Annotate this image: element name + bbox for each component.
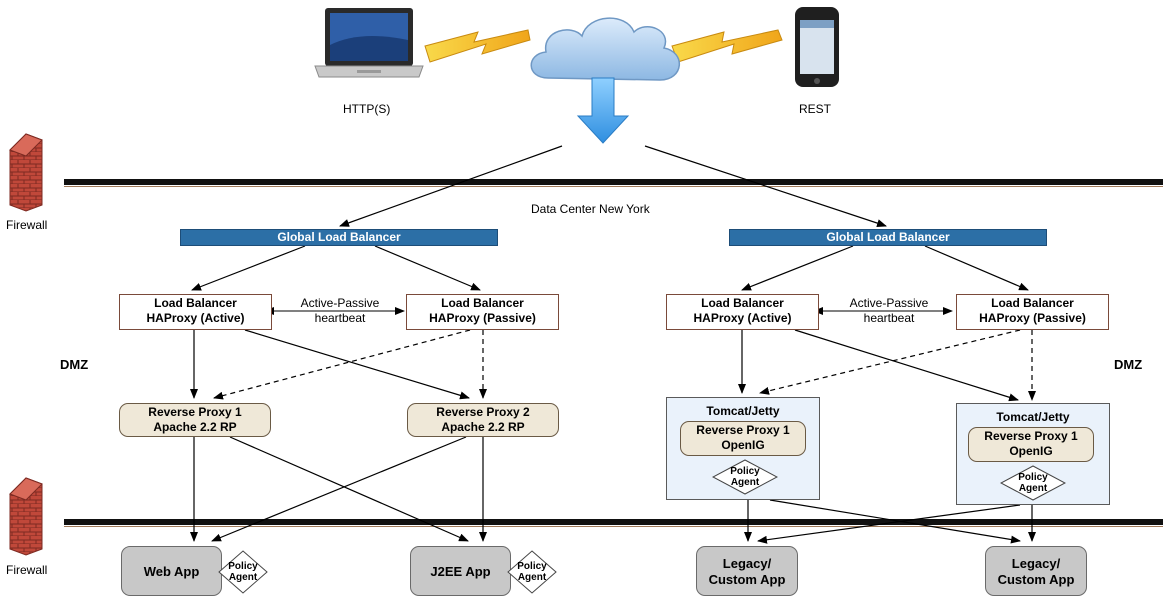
- rest-client-label: REST: [799, 102, 832, 116]
- dmz-label-left: DMZ: [60, 357, 89, 372]
- rp-name: Reverse Proxy 1: [696, 423, 790, 437]
- heartbeat-label-left: Active-Passive heartbeat: [294, 296, 386, 326]
- app-name-line2: Custom App: [708, 572, 786, 587]
- diamond-shape: [507, 550, 557, 594]
- reverse-proxy-1-left: Reverse Proxy 1 Apache 2.2 RP: [119, 403, 271, 437]
- firewall-icon-bottom: [9, 477, 43, 556]
- load-balancer-passive-left: Load Balancer HAProxy (Passive): [406, 294, 559, 330]
- heartbeat-line2: heartbeat: [314, 311, 366, 325]
- lb-mode: HAProxy (Active): [693, 311, 792, 325]
- diamond-shape: [711, 459, 779, 495]
- app-name-line1: Legacy/: [722, 556, 772, 571]
- laptop-icon: [314, 8, 424, 78]
- diamond-shape: [999, 465, 1067, 501]
- heartbeat-line1: Active-Passive: [849, 296, 929, 310]
- load-balancer-active-left: Load Balancer HAProxy (Active): [119, 294, 272, 330]
- firewall-icon-top: [9, 133, 43, 212]
- global-load-balancer-left: Global Load Balancer: [180, 229, 498, 246]
- load-balancer-passive-right: Load Balancer HAProxy (Passive): [956, 294, 1109, 330]
- openig-reverse-proxy-2: Reverse Proxy 1 OpenIG: [968, 427, 1094, 462]
- load-balancer-active-right: Load Balancer HAProxy (Active): [666, 294, 819, 330]
- diamond-shape: [218, 550, 268, 594]
- dmz-label-right: DMZ: [1114, 357, 1143, 372]
- rp-software: Apache 2.2 RP: [153, 420, 237, 434]
- rp-software: OpenIG: [1009, 444, 1053, 458]
- global-load-balancer-right: Global Load Balancer: [729, 229, 1047, 246]
- lb-name: Load Balancer: [154, 296, 237, 310]
- lightning-right-icon: [671, 29, 783, 63]
- data-center-label: Data Center New York: [531, 202, 650, 216]
- rp-software: OpenIG: [721, 438, 765, 452]
- container-title: Tomcat/Jetty: [996, 410, 1070, 424]
- lightning-left-icon: [424, 29, 531, 63]
- lb-name: Load Balancer: [441, 296, 524, 310]
- rp-software: Apache 2.2 RP: [441, 420, 525, 434]
- reverse-proxy-2-left: Reverse Proxy 2 Apache 2.2 RP: [407, 403, 559, 437]
- http-client-label: HTTP(S): [343, 102, 391, 116]
- lb-name: Load Balancer: [701, 296, 784, 310]
- firewall-label-top: Firewall: [6, 218, 48, 232]
- firewall-label-bottom: Firewall: [6, 563, 48, 577]
- app-name-line2: Custom App: [997, 572, 1075, 587]
- openig-reverse-proxy-1: Reverse Proxy 1 OpenIG: [680, 421, 806, 456]
- phone-icon: [795, 7, 839, 87]
- legacy-app-box-2: Legacy/ Custom App: [985, 546, 1087, 596]
- rp-name: Reverse Proxy 2: [436, 405, 530, 419]
- lb-mode: HAProxy (Passive): [429, 311, 536, 325]
- legacy-app-box-1: Legacy/ Custom App: [696, 546, 798, 596]
- lb-mode: HAProxy (Passive): [979, 311, 1086, 325]
- rp-name: Reverse Proxy 1: [148, 405, 242, 419]
- heartbeat-line1: Active-Passive: [300, 296, 380, 310]
- rp-name: Reverse Proxy 1: [984, 429, 1078, 443]
- lb-name: Load Balancer: [991, 296, 1074, 310]
- container-title: Tomcat/Jetty: [706, 404, 780, 418]
- cloud-icon: [530, 17, 681, 81]
- j2ee-app-box: J2EE App: [410, 546, 511, 596]
- web-app-box: Web App: [121, 546, 222, 596]
- down-arrow-icon: [576, 77, 630, 144]
- app-name-line1: Legacy/: [1011, 556, 1061, 571]
- heartbeat-label-right: Active-Passive heartbeat: [843, 296, 935, 326]
- lb-mode: HAProxy (Active): [146, 311, 245, 325]
- heartbeat-line2: heartbeat: [863, 311, 915, 325]
